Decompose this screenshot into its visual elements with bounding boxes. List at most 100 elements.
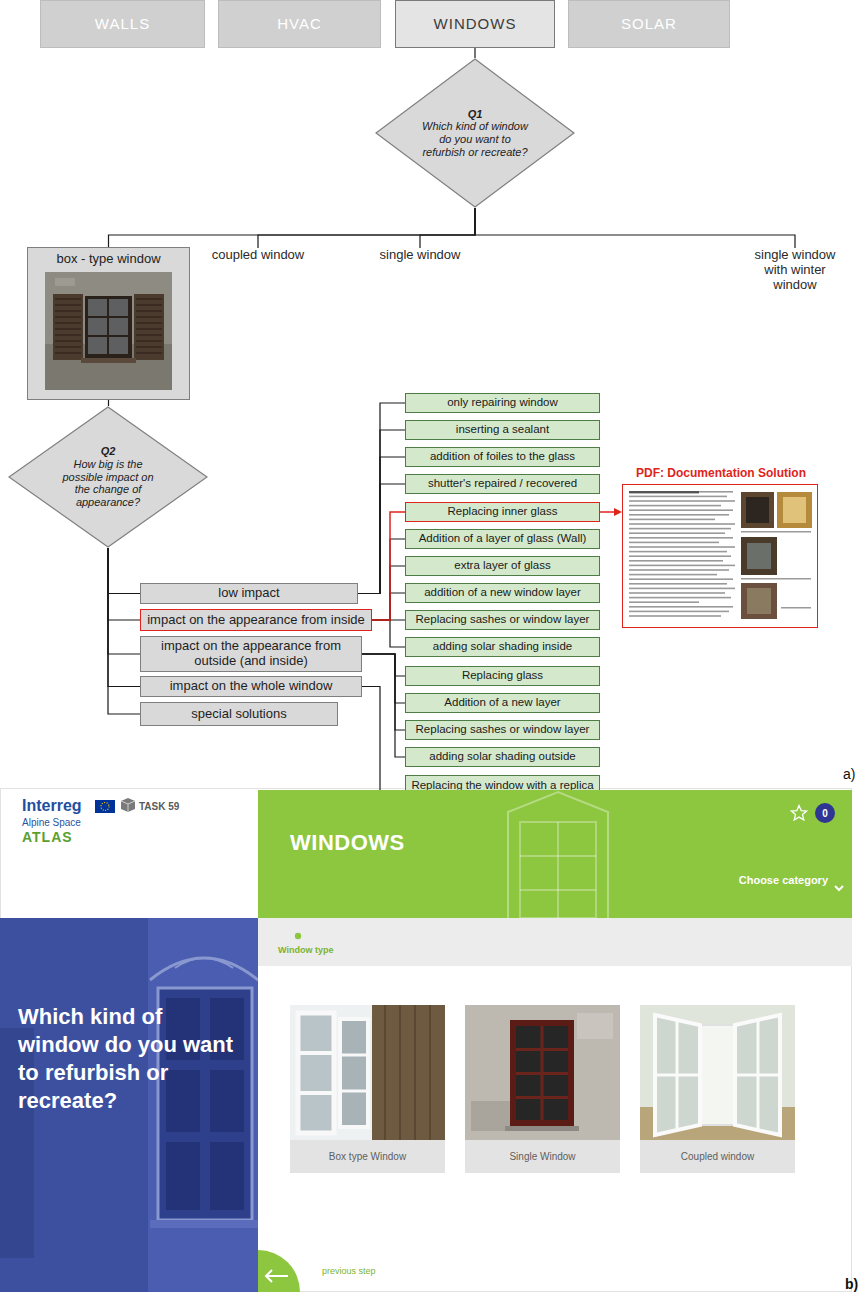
solution-box: extra layer of glass [405, 556, 600, 576]
drawing-part [55, 298, 81, 300]
connector [362, 654, 405, 703]
drawing-part [148, 918, 258, 1292]
drawing-part [55, 328, 81, 330]
solution-box: shutter's repaired / recovered [405, 474, 600, 494]
solution-box: only repairing window [405, 393, 600, 413]
connector [108, 548, 140, 687]
card-label: Box type Window [329, 1151, 406, 1162]
box-label: Replacing inner glass [448, 505, 558, 518]
drawing-part [577, 1013, 613, 1039]
drawing-part [340, 1019, 368, 1127]
drawing-part [777, 492, 812, 528]
drawing-part [834, 885, 844, 892]
drawing-part [629, 560, 723, 562]
picture [640, 1005, 795, 1144]
window-card: Single Window [465, 1005, 620, 1173]
category-tab: SOLAR [568, 0, 730, 48]
drawing-part [629, 514, 729, 516]
drawing-part [45, 272, 172, 390]
drawing-part [629, 596, 731, 598]
box-label: Replacing sashes or window layer [416, 613, 590, 626]
drawing-part [290, 1005, 445, 1140]
connector [362, 654, 405, 676]
picture [465, 1005, 620, 1144]
drawing-part [629, 541, 719, 543]
step-bar: Window type [258, 918, 852, 966]
connector-line [108, 400, 109, 406]
drawing-part [136, 304, 162, 306]
card-label-bar: Single Window [465, 1140, 620, 1173]
impact-box: impact on the appearance from outside (a… [140, 636, 362, 672]
drawing-part [414, 1005, 416, 1140]
drawing-part [640, 1005, 795, 1140]
box-label: inserting a sealant [456, 423, 549, 436]
connector [362, 654, 405, 757]
connector-line [372, 593, 405, 620]
drawing-part [158, 988, 252, 1220]
box-label: HVAC [277, 15, 322, 32]
drawing-part [747, 588, 771, 614]
drawing-part [520, 822, 596, 918]
drawing-part [81, 358, 136, 363]
picture [290, 1005, 445, 1144]
connector-line [372, 620, 405, 647]
drawing-part [429, 1005, 431, 1140]
back-arrow [266, 1270, 288, 1282]
picture [834, 878, 844, 896]
screenshot-frame [1, 789, 852, 1292]
box-label: only repairing window [447, 396, 558, 409]
drawing-part [9, 407, 207, 547]
task-cube-icon [121, 798, 135, 812]
drawing-part [629, 610, 729, 612]
label: TASK 59 [139, 801, 179, 812]
drawing-part [340, 1090, 368, 1093]
drawing-part [136, 352, 162, 354]
box-label: impact on the whole window [170, 679, 333, 694]
drawing-part [298, 1013, 334, 1133]
drawing-part [109, 318, 128, 335]
connector-line [358, 403, 405, 594]
drawing-part [835, 886, 843, 890]
connector-line [475, 208, 795, 248]
connector-line [600, 511, 614, 513]
box-label: impact on the appearance from inside [147, 613, 365, 628]
connector [372, 512, 405, 620]
drawing-part [109, 337, 128, 354]
decision-diamond: Q2How big is the possible impact on the … [8, 406, 208, 548]
box-label: single window [380, 248, 461, 263]
label: ATLAS [22, 829, 73, 845]
drawing-part [629, 500, 735, 502]
drawing-part [150, 1220, 258, 1228]
drawing-part [629, 532, 725, 534]
connector [108, 548, 140, 654]
step-name: Window type [278, 945, 333, 955]
label: a) [843, 766, 855, 782]
diamond-text: Q2How big is the possible impact on the … [55, 445, 162, 508]
connector [362, 687, 405, 793]
drawing-part [629, 615, 721, 617]
drawing-part [45, 272, 172, 390]
box-label: box - type window [28, 248, 189, 266]
drawing-part [136, 334, 162, 336]
drawing-part [136, 316, 162, 318]
drawing-part [55, 278, 75, 286]
connector-line [362, 687, 405, 793]
box-label: SOLAR [621, 15, 677, 32]
box-label: Addition of a layer of glass (Wall) [419, 532, 587, 545]
connector [362, 654, 405, 730]
pdf-frame [622, 484, 818, 628]
box-label: shutter's repaired / recovered [428, 477, 577, 490]
connector [372, 539, 405, 620]
drawing-part [625, 487, 815, 625]
drawing-part [757, 1020, 760, 1130]
drawing-part [150, 958, 258, 980]
drawing-part [625, 487, 815, 625]
box-label: special solutions [191, 707, 286, 722]
drawing-part [516, 1048, 568, 1051]
impact-box: low impact [140, 583, 358, 604]
picture [45, 272, 172, 394]
box-label: coupled window [212, 248, 305, 263]
drawing-part [629, 578, 733, 580]
connector [109, 208, 476, 247]
drawing-part [640, 1005, 795, 1140]
